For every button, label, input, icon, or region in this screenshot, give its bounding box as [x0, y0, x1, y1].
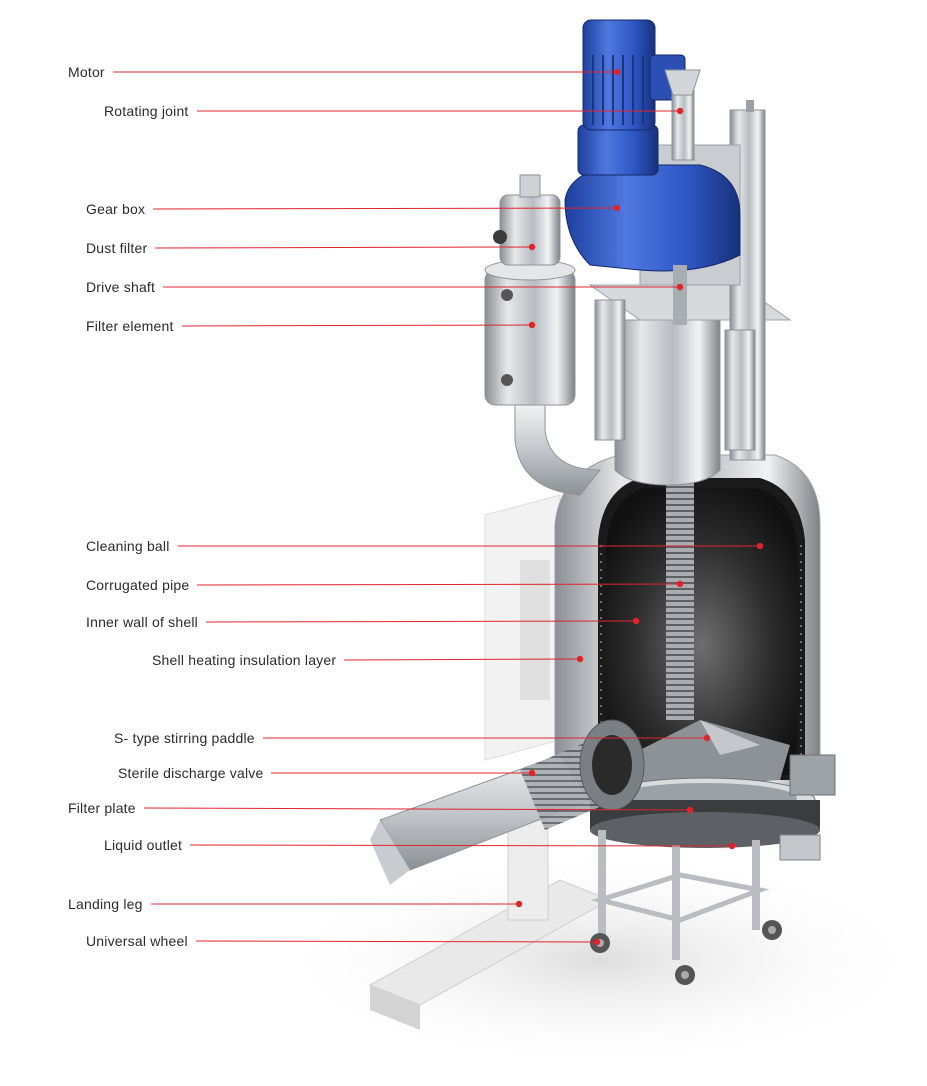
- callout-dot-corrugated-pipe: [676, 580, 684, 588]
- leader-line-dust-filter: [154, 246, 533, 249]
- leader-line-filter-element: [181, 324, 533, 327]
- label-s-type-stirring-paddle: S- type stirring paddle: [114, 730, 255, 746]
- label-corrugated-pipe: Corrugated pipe: [86, 577, 190, 593]
- leader-line-universal-wheel: [195, 940, 598, 943]
- callout-dot-liquid-outlet: [728, 842, 736, 850]
- label-dust-filter: Dust filter: [86, 240, 148, 256]
- label-drive-shaft: Drive shaft: [86, 279, 156, 295]
- label-cleaning-ball: Cleaning ball: [86, 538, 170, 554]
- callout-dot-motor: [613, 68, 621, 76]
- label-liquid-outlet: Liquid outlet: [104, 837, 183, 853]
- leader-line-liquid-outlet: [189, 844, 733, 847]
- label-shell-heating-insulation-layer: Shell heating insulation layer: [152, 652, 337, 668]
- callout-dot-s-type-stirring-paddle: [703, 734, 711, 742]
- callout-dot-rotating-joint: [676, 107, 684, 115]
- callout-dot-gear-box: [613, 204, 621, 212]
- label-universal-wheel: Universal wheel: [86, 933, 188, 949]
- callout-dot-filter-element: [528, 321, 536, 329]
- callout-dot-drive-shaft: [676, 283, 684, 291]
- leader-line-inner-wall-of-shell: [205, 620, 637, 623]
- callout-dot-dust-filter: [528, 243, 536, 251]
- callout-dot-filter-plate: [686, 806, 694, 814]
- leader-line-filter-plate: [143, 807, 691, 811]
- callout-dot-shell-heating-insulation-layer: [576, 655, 584, 663]
- label-sterile-discharge-valve: Sterile discharge valve: [118, 765, 264, 781]
- callout-dot-universal-wheel: [593, 938, 601, 946]
- label-filter-plate: Filter plate: [68, 800, 136, 816]
- leader-line-shell-heating-insulation-layer: [343, 658, 581, 661]
- label-filter-element: Filter element: [86, 318, 174, 334]
- leader-line-corrugated-pipe: [196, 583, 681, 586]
- label-inner-wall-of-shell: Inner wall of shell: [86, 614, 198, 630]
- label-rotating-joint: Rotating joint: [104, 103, 189, 119]
- callout-dot-landing-leg: [515, 900, 523, 908]
- label-motor: Motor: [68, 64, 105, 80]
- callout-dot-cleaning-ball: [756, 542, 764, 550]
- label-landing-leg: Landing leg: [68, 896, 143, 912]
- callout-dot-sterile-discharge-valve: [528, 769, 536, 777]
- leader-line-gear-box: [152, 207, 618, 210]
- label-gear-box: Gear box: [86, 201, 146, 217]
- callout-dot-inner-wall-of-shell: [632, 617, 640, 625]
